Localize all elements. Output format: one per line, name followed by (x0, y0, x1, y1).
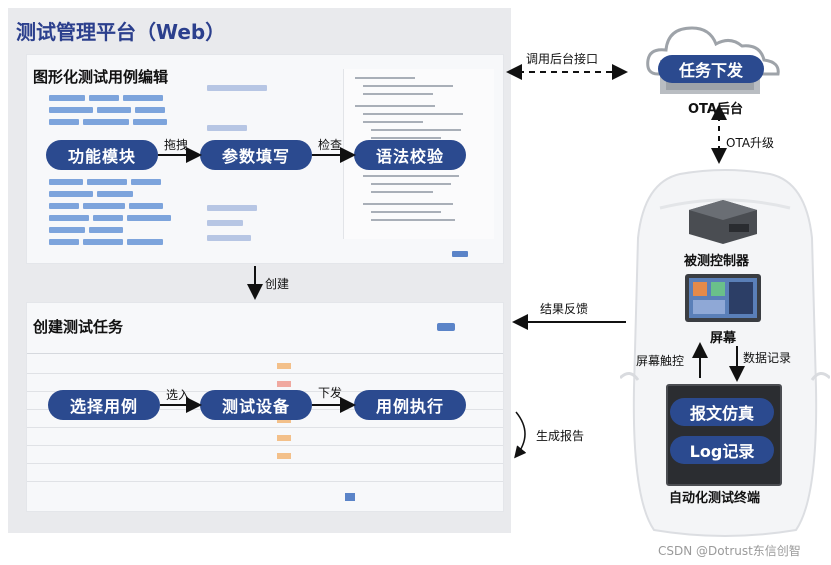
task-section-title: 创建测试任务 (33, 318, 124, 336)
step-select-case: 选择用例 (48, 390, 160, 420)
step-function-module: 功能模块 (46, 140, 158, 170)
terminal-label: 自动化测试终端 (669, 491, 761, 506)
report-label: 生成报告 (536, 429, 585, 443)
controller-box-icon (689, 200, 757, 244)
task-dispatch-badge: 任务下发 (658, 55, 764, 83)
arrow-report (514, 411, 527, 459)
feedback-label: 结果反馈 (540, 302, 589, 316)
message-sim-badge: 报文仿真 (670, 398, 774, 426)
controller-label: 被测控制器 (684, 254, 750, 269)
step-case-execute: 用例执行 (354, 390, 466, 420)
editor-section-title: 图形化测试用例编辑 (33, 68, 169, 86)
step-syntax-check: 语法校验 (354, 140, 466, 170)
edge-label-check: 检查 (318, 138, 343, 152)
edge-label-select: 选入 (166, 388, 191, 402)
step-test-device: 测试设备 (200, 390, 312, 420)
edge-label-create: 创建 (265, 277, 290, 291)
log-record-badge: Log记录 (670, 436, 774, 464)
touch-label: 屏幕触控 (636, 354, 685, 368)
screen-device-icon (685, 274, 761, 322)
api-call-label: 调用后台接口 (526, 52, 599, 66)
edge-label-drag: 拖拽 (164, 138, 189, 152)
platform-title: 测试管理平台（Web） (16, 20, 226, 44)
edge-label-dispatch: 下发 (318, 386, 343, 400)
screen-label: 屏幕 (710, 331, 737, 346)
record-label: 数据记录 (743, 351, 792, 365)
step-parameter-fill: 参数填写 (200, 140, 312, 170)
ota-upgrade-label: OTA升级 (726, 136, 775, 150)
watermark: CSDN @Dotrust东信创智 (658, 544, 801, 558)
